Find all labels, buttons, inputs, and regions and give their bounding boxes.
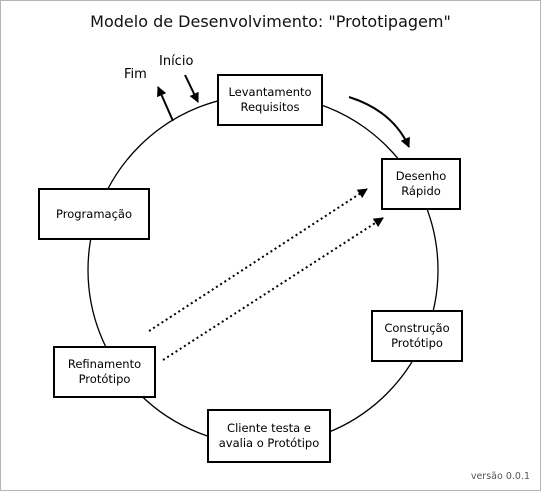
feedback-arrow-1 bbox=[148, 188, 368, 332]
step-label-line: Rápido bbox=[401, 184, 441, 198]
version-label: versão 0.0.1 bbox=[470, 471, 530, 482]
step-levantamento-requisitos: Levantamento Requisitos bbox=[217, 74, 323, 126]
step-programacao: Programação bbox=[38, 188, 150, 240]
step-label-line: Protótipo bbox=[391, 336, 443, 350]
step-refinamento-prototipo: Refinamento Protótipo bbox=[53, 346, 156, 398]
start-label: Início bbox=[159, 54, 194, 69]
step-label-line: Levantamento bbox=[228, 85, 312, 99]
step-label-line: Programação bbox=[56, 206, 132, 221]
start-arrow bbox=[184, 74, 199, 103]
step-cliente-testa-avalia: Cliente testa e avalia o Protótipo bbox=[207, 409, 331, 463]
step-label-line: Desenho bbox=[395, 169, 447, 183]
step-label-line: Cliente testa e bbox=[227, 421, 311, 435]
diagram-title: Modelo de Desenvolvimento: "Prototipagem… bbox=[90, 12, 451, 31]
end-label: Fim bbox=[124, 67, 147, 82]
end-arrow bbox=[157, 86, 174, 122]
feedback-arrow-2 bbox=[162, 217, 384, 361]
step-construcao-prototipo: Construção Protótipo bbox=[371, 310, 463, 362]
cycle-direction-arrow bbox=[348, 96, 410, 148]
step-label-line: Refinamento bbox=[67, 357, 142, 371]
step-label-line: Construção bbox=[384, 321, 450, 335]
step-label-line: avalia o Protótipo bbox=[218, 436, 320, 450]
step-desenho-rapido: Desenho Rápido bbox=[381, 158, 461, 210]
step-label-line: Requisitos bbox=[240, 100, 300, 114]
step-label-line: Protótipo bbox=[78, 372, 131, 386]
